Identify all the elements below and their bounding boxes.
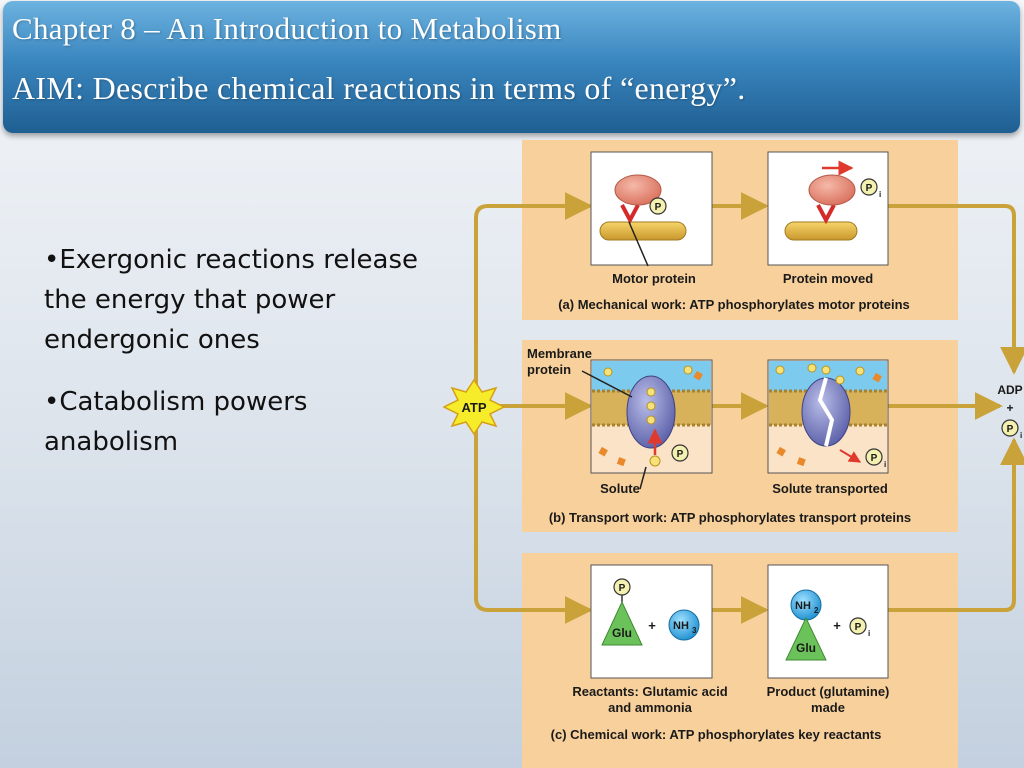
phosphate-release-arrow-icon: [839, 449, 862, 463]
phosphate-subscript: i: [879, 190, 881, 199]
glu-label: Glu: [796, 641, 816, 655]
reactants-label-line1: Reactants: Glutamic acid: [572, 684, 727, 699]
phosphate-subscript: i: [868, 629, 870, 638]
phosphate-symbol: P: [655, 202, 662, 213]
adp-plus-sign: +: [1006, 401, 1013, 415]
solute-molecule-icon: [603, 367, 613, 377]
motor-protein-head-icon: [808, 174, 856, 206]
phosphate-icon: [649, 197, 667, 215]
motor-protein-neck: [816, 204, 836, 225]
solute-molecule-icon: [646, 415, 656, 425]
flow-arrows: [474, 192, 1024, 624]
ion-square-icon: [693, 370, 703, 381]
bullet-exergonic: •Exergonic reactions release the energy …: [44, 245, 419, 355]
title-banner: Chapter 8 – An Introduction to Metabolis…: [3, 1, 1020, 133]
panel-a-background: [522, 140, 958, 320]
solute-molecule-icon: [649, 455, 661, 467]
phosphate-symbol: P: [855, 622, 862, 633]
ion-square-icon: [796, 457, 806, 467]
solute-molecule-icon: [835, 375, 845, 385]
ammonia-molecule-icon: [668, 609, 700, 641]
product-box: [767, 564, 889, 679]
phosphate-icon: [671, 444, 689, 462]
glu-label: Glu: [612, 626, 632, 640]
solute-molecule-icon: [646, 401, 656, 411]
nh3-subscript: 3: [692, 626, 697, 635]
adp-label: ADP: [997, 383, 1022, 397]
bullet-list: •Exergonic reactions release the energy …: [44, 240, 444, 484]
panel-c-caption: (c) Chemical work: ATP phosphorylates ke…: [551, 727, 882, 742]
ion-square-icon: [872, 372, 882, 383]
motor-protein-head-icon: [614, 174, 662, 206]
membrane-label: Membrane: [527, 346, 592, 361]
glutamine-icon: [785, 616, 827, 661]
panel-b-caption: (b) Transport work: ATP phosphorylates t…: [549, 510, 911, 525]
actin-filament-icon: [784, 221, 858, 241]
solute-molecule-icon: [821, 365, 831, 375]
product-label-line2: made: [811, 700, 845, 715]
atp-label: ATP: [461, 400, 486, 415]
product-plus-sign: +: [833, 618, 841, 633]
product-label-line1: Product (glutamine): [767, 684, 890, 699]
motor-protein-leader-line: [628, 221, 649, 267]
phosphate-icon: [1001, 419, 1019, 437]
phosphate-subscript: i: [1020, 431, 1022, 440]
membrane-protein-leader-line: [581, 370, 633, 398]
panel-b-background: [522, 340, 958, 532]
phosphate-symbol: P: [619, 583, 626, 594]
aim-statement: AIM: Describe chemical reactions in term…: [12, 70, 746, 106]
solute-molecule-icon: [775, 365, 785, 375]
phosphate-symbol: P: [871, 453, 878, 464]
solute-molecule-icon: [855, 366, 865, 376]
phosphate-icon: [865, 448, 883, 466]
protein-channel-gap: [817, 377, 835, 447]
nh3-label: NH: [673, 620, 689, 632]
phosphate-icon: [860, 178, 878, 196]
actin-filament-icon: [599, 221, 687, 241]
motor-protein-label: Motor protein: [612, 271, 696, 286]
solute-molecule-icon: [683, 365, 693, 375]
solute-transported-label: Solute transported: [772, 481, 888, 496]
solute-leader-line: [639, 466, 647, 490]
panel-a-caption: (a) Mechanical work: ATP phosphorylates …: [558, 297, 910, 312]
phosphate-symbol: P: [677, 449, 684, 460]
nh2-subscript: 2: [814, 606, 819, 615]
ion-square-icon: [598, 446, 608, 457]
phosphate-symbol: P: [1007, 424, 1014, 435]
phosphate-symbol: P: [866, 183, 873, 194]
reactants-label-line2: and ammonia: [608, 700, 693, 715]
transport-protein-icon: [626, 375, 676, 449]
chapter-title: Chapter 8 – An Introduction to Metabolis…: [12, 11, 562, 46]
nh2-label: NH: [795, 600, 811, 612]
glutamic-acid-icon: [601, 600, 643, 646]
solute-molecule-icon: [807, 363, 817, 373]
reactants-plus-sign: +: [648, 618, 656, 633]
phosphate-icon: [849, 617, 867, 635]
motor-protein-neck: [620, 204, 640, 225]
solute-molecule-icon: [646, 387, 656, 397]
adp-pi-products: ADP + P i: [997, 383, 1022, 440]
protein-moved-box: [767, 151, 889, 266]
ion-square-icon: [616, 457, 626, 467]
atp-work-diagram: ATP ADP + P i P P i Motor protein Protei…: [443, 140, 1024, 768]
ion-square-icon: [776, 446, 786, 457]
atp-burst: ATP: [443, 378, 506, 436]
bullet-catabolism: •Catabolism powers anabolism: [44, 387, 308, 457]
panel-b-transport-work: P P i Membrane protein Solute Solute tra…: [527, 346, 911, 525]
panel-c-chemical-work: P Glu + NH 3 NH 2 Glu + P i Reactants: G…: [551, 564, 890, 742]
panel-a-mechanical-work: P P i Motor protein Protein moved (a) Me…: [558, 151, 910, 312]
atp-work-figure: ATP ADP + P i P P i Motor protein Protei…: [443, 140, 1024, 768]
protein-moved-label: Protein moved: [783, 271, 873, 286]
phosphate-subscript: i: [884, 460, 886, 469]
solute-label: Solute: [600, 481, 640, 496]
motor-protein-box: [590, 151, 713, 266]
protein-label: protein: [527, 362, 571, 377]
